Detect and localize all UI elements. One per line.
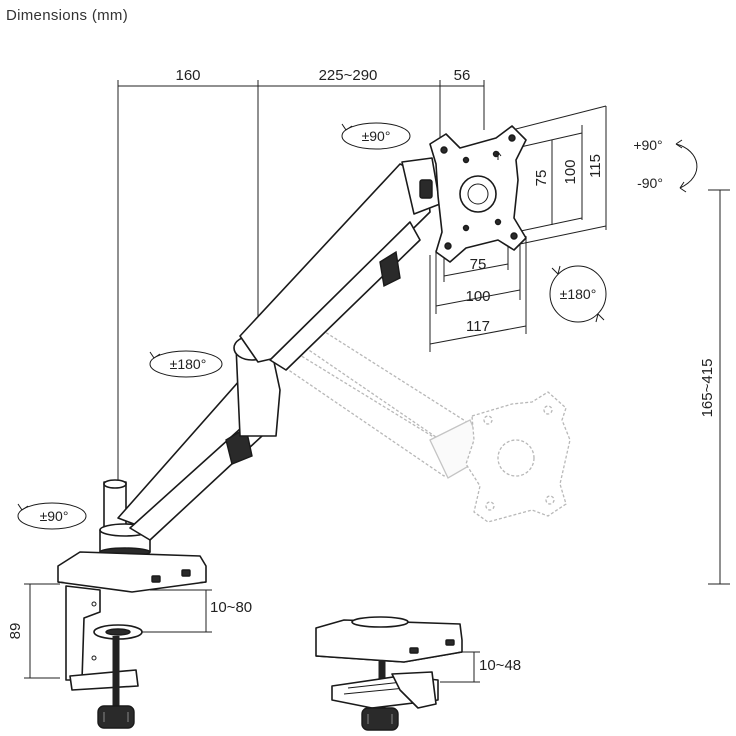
dim-height-range: 165~415: [699, 359, 716, 418]
dim-arm-reach: 225~290: [319, 67, 378, 84]
rot-elbow-label: ±180°: [170, 356, 207, 372]
rot-tilt-down-label: -90°: [637, 175, 663, 191]
top-dimension-lines: [117, 80, 485, 488]
dim-vesa-h100: 100: [465, 288, 490, 305]
dim-clamp-range: 10~80: [210, 599, 252, 616]
dim-arm-offset: 160: [175, 67, 200, 84]
dim-head-depth: 56: [454, 67, 471, 84]
clamp-height-dimension: [24, 583, 60, 679]
dim-vesa-v100: 100: [562, 159, 579, 184]
rot-base-label: ±90°: [40, 508, 69, 524]
dim-plate-width: 117: [466, 318, 490, 335]
diagram-title: Dimensions (mm): [6, 7, 128, 24]
rotation-tilt: +90° -90°: [633, 137, 698, 193]
dim-vesa-v75: 75: [533, 170, 550, 187]
rotation-elbow: ±180°: [149, 350, 223, 378]
grommet-knob: [361, 707, 399, 731]
vesa-horizontal-dimensions: [429, 236, 527, 352]
clamp-body: [65, 585, 101, 681]
rotation-base: ±90°: [17, 502, 87, 530]
upper-arm: [239, 163, 431, 363]
monitor-arm: [99, 125, 527, 557]
grommet-mount: [315, 616, 463, 731]
dim-clamp-height: 89: [7, 623, 24, 640]
clamp-range-dimension: [120, 589, 212, 633]
dim-grommet-range: 10~48: [479, 657, 521, 674]
dim-plate-height: 115: [587, 154, 604, 178]
desk-clamp: [57, 551, 207, 729]
vesa-vertical-dimensions: [511, 105, 607, 245]
clamp-knob: [97, 705, 135, 729]
dim-vesa-h75: 75: [470, 256, 487, 273]
rotation-head-swivel: ±90°: [341, 122, 411, 150]
rot-screen-label: ±180°: [560, 286, 597, 302]
rot-head-swivel-label: ±90°: [362, 128, 391, 144]
grommet-range-dimension: [440, 651, 480, 683]
height-range-dimension: [708, 189, 730, 585]
rot-tilt-up-label: +90°: [633, 137, 662, 153]
rotation-screen: ±180°: [549, 265, 607, 323]
